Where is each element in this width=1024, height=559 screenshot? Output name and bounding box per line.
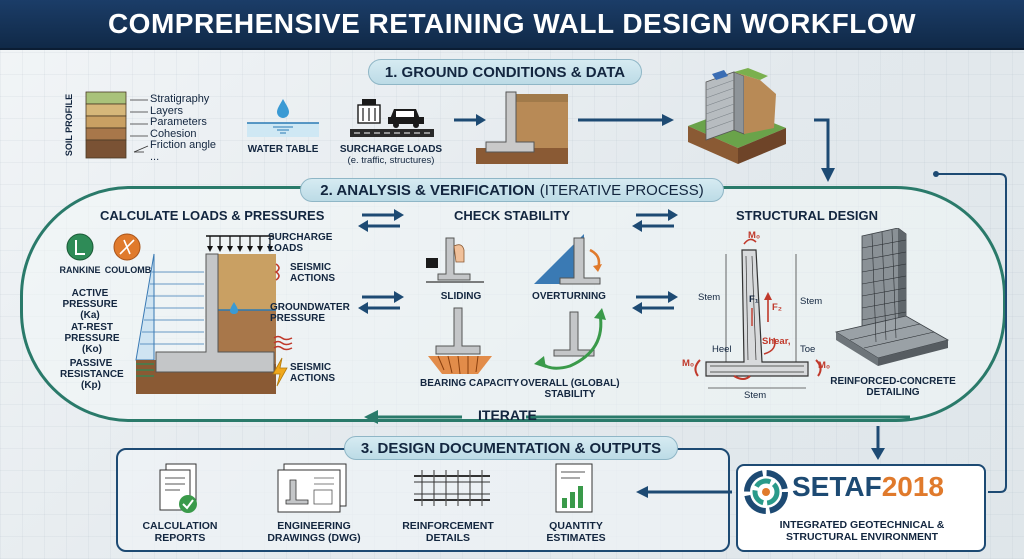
surcharge-label: SURCHARGE LOADS [268, 232, 333, 254]
stem-bottom-label: Stem [744, 390, 767, 401]
3d-wall-icon [688, 68, 786, 164]
seismic-actions-label-1: SEISMIC ACTIONS [290, 262, 335, 284]
heel-label: Heel [712, 344, 732, 355]
soil-items-list: Stratigraphy Layers Parameters Cohesion … [150, 93, 217, 164]
section1-header: 1. GROUND CONDITIONS & DATA [368, 59, 642, 85]
setaf-logo-icon [744, 470, 788, 514]
chart-doc-icon [555, 463, 593, 513]
groundwater-pressure-label: GROUNDWATER PRESSURE [270, 302, 350, 324]
global-stability-icon [534, 308, 606, 370]
moment-right-label: M₀ [818, 360, 831, 371]
earth-pressure-diagram [135, 253, 276, 394]
shear-label: Shear, [762, 336, 791, 347]
rc-detailing-label: REINFORCED-CONCRETE DETAILING [830, 376, 956, 398]
bidirectional-arrow-icon [632, 291, 678, 314]
flow-arrow-icon [578, 114, 674, 126]
stem-right-label: Stem [800, 296, 823, 307]
bidirectional-arrow-icon [632, 209, 678, 232]
structural-title: STRUCTURAL DESIGN [736, 208, 879, 223]
overturning-icon [534, 234, 602, 285]
moment-left-label: M₀ [682, 358, 695, 369]
output-label-reinforcement: REINFORCEMENT DETAILS [402, 520, 494, 544]
force-f2-label: F₂ [772, 302, 783, 313]
rankine-icon [66, 233, 94, 261]
page-title: COMPREHENSIVE RETAINING WALL DESIGN WORK… [0, 0, 1024, 50]
flow-arrow-down-icon [814, 118, 835, 182]
flow-arrow-icon [636, 486, 732, 498]
flow-arrow-icon [454, 114, 486, 126]
rankine-label: RANKINE [59, 265, 101, 275]
setaf-tagline-1: INTEGRATED GEOTECHNICAL & [779, 519, 945, 531]
report-icon [159, 463, 197, 513]
soil-item: Layers [150, 104, 184, 117]
coulomb-icon [113, 233, 141, 261]
force-f1-label: F₁ [749, 294, 759, 305]
iterate-arrow [364, 410, 910, 424]
atrest-pressure-label: AT-REST PRESSURE (Ko) [64, 322, 120, 355]
global-stability-label: OVERALL (GLOBAL) STABILITY [520, 378, 620, 400]
output-label-drawings: ENGINEERING DRAWINGS (DWG) [267, 520, 361, 544]
stem-left-label: Stem [698, 292, 721, 303]
soil-profile-label-wrap: SOIL PROFILE [62, 92, 76, 162]
toe-label: Toe [800, 344, 816, 355]
stability-title: CHECK STABILITY [454, 208, 571, 223]
water-table-label: WATER TABLE [247, 144, 319, 155]
section3-header: 3. DESIGN DOCUMENTATION & OUTPUTS [344, 436, 678, 460]
loads-title: CALCULATE LOADS & PRESSURES [100, 208, 325, 223]
surcharge-loads-sub: (e. traffic, structures) [347, 155, 435, 166]
soil-profile-label: SOIL PROFILE [64, 93, 74, 157]
sliding-icon [426, 237, 484, 283]
moment-top-label: M₀ [748, 230, 761, 241]
setaf-tagline-2: STRUCTURAL ENVIRONMENT [785, 531, 939, 543]
output-label-quantities: QUANTITY ESTIMATES [546, 520, 606, 544]
soil-leader-lines [130, 99, 149, 153]
wall-section-icon [476, 91, 568, 164]
flow-arrow-down-icon [871, 426, 885, 460]
bearing-capacity-label: BEARING CAPACITY [420, 378, 520, 389]
surcharge-loads-icon [350, 99, 434, 137]
soil-item: ... [150, 150, 160, 163]
structural-wall-diagram [694, 238, 822, 389]
section2-header-bold: 2. ANALYSIS & VERIFICATION [320, 181, 535, 199]
bidirectional-arrow-icon [358, 209, 404, 232]
active-pressure-label: ACTIVE PRESSURE (Ka) [62, 288, 118, 321]
drawing-icon [277, 463, 347, 513]
soil-item: Cohesion [150, 127, 197, 140]
soil-item: Stratigraphy [150, 93, 210, 105]
coulomb-label: COULOMB [104, 265, 152, 275]
soil-layers-icon [85, 91, 127, 159]
seismic-wave-icon [273, 335, 293, 351]
output-label-reports: CALCULATION REPORTS [142, 520, 218, 544]
overturning-label: OVERTURNING [532, 291, 606, 302]
sliding-label: SLIDING [440, 291, 482, 302]
bidirectional-arrow-icon [358, 291, 404, 314]
loop-connector-line [933, 171, 1007, 493]
water-table-icon [247, 99, 319, 137]
bearing-capacity-icon [428, 307, 492, 375]
surcharge-loads-label: SURCHARGE LOADS [339, 144, 443, 155]
setaf-name-b: 2018 [881, 471, 944, 502]
lightning-icon [272, 357, 288, 387]
setaf-name: SETAF2018 [792, 472, 944, 502]
seismic-actions-label-2: SEISMIC ACTIONS [290, 362, 335, 384]
rc-cage-icon [834, 228, 950, 366]
iterate-label: ITERATE [478, 407, 537, 423]
soil-item: Parameters [150, 116, 207, 129]
surcharge-arrows-icon [206, 235, 274, 252]
rebar-icon [414, 470, 490, 506]
setaf-name-a: SETAF [792, 471, 882, 502]
passive-resistance-label: PASSIVE RESISTANCE (Kp) [60, 358, 124, 391]
soil-item: Friction angle [150, 139, 217, 152]
section2-header: 2. ANALYSIS & VERIFICATION (ITERATIVE PR… [300, 178, 724, 202]
seismic-wave-icon [274, 263, 280, 281]
section2-header-normal: (ITERATIVE PROCESS) [539, 181, 704, 199]
